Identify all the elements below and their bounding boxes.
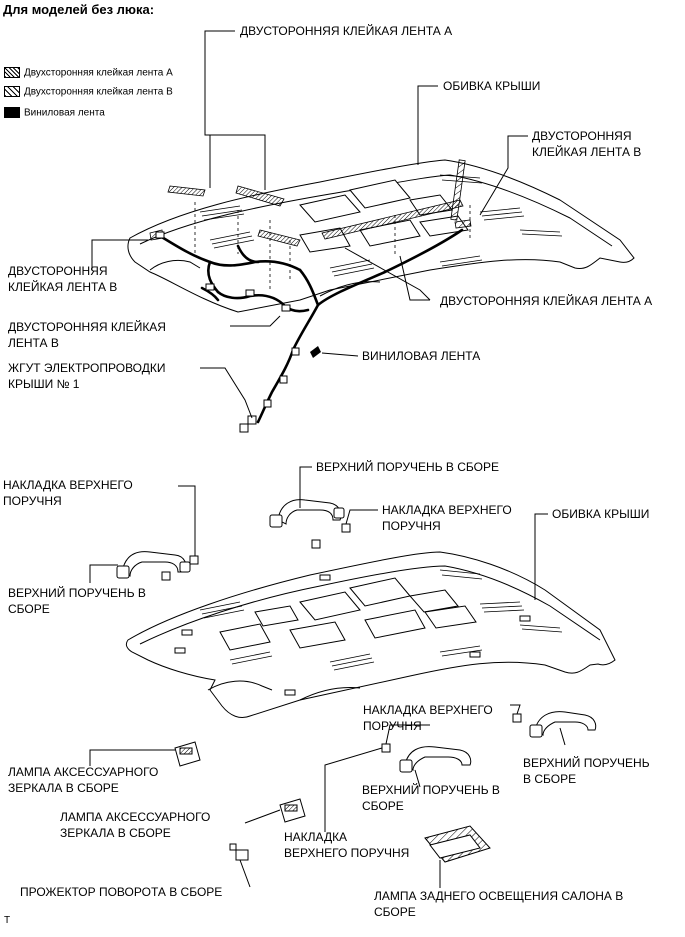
- label-harness-1: ЖГУТ ЭЛЕКТРОПРОВОДКИ: [8, 361, 166, 375]
- label-grip-right-1: ВЕРХНИЙ ПОРУЧЕНЬ: [523, 756, 650, 770]
- label-grip-center-1: ВЕРХНИЙ ПОРУЧЕНЬ В: [362, 783, 500, 797]
- hatch-dense-swatch: [4, 67, 20, 79]
- label-cover-left-1: НАКЛАДКА ВЕРХНЕГО: [3, 478, 133, 492]
- solid-swatch: [4, 107, 20, 119]
- label-spot-lamp: ПРОЖЕКТОР ПОВОРОТА В СБОРЕ: [20, 885, 223, 899]
- label-tape-b-right-1: ДВУСТОРОННЯЯ: [532, 129, 632, 143]
- leader-lines-top: [91, 30, 528, 419]
- label-tape-a-mid: ДВУСТОРОННЯЯ КЛЕЙКАЯ ЛЕНТА А: [440, 294, 653, 308]
- label-mirror-lamp-1a: ЛАМПА АКСЕССУАРНОГО: [8, 765, 159, 779]
- label-tape-b-lower-1: ДВУСТОРОННЯЯ КЛЕЙКАЯ: [8, 320, 166, 334]
- grip-handles: [116, 499, 597, 773]
- label-mirror-lamp-2b: ЗЕРКАЛА В СБОРЕ: [60, 826, 171, 840]
- label-rear-lamp-1: ЛАМПА ЗАДНЕГО ОСВЕЩЕНИЯ САЛОНА В: [374, 889, 624, 903]
- label-tape-a-top: ДВУСТОРОННЯЯ КЛЕЙКАЯ ЛЕНТА А: [240, 24, 453, 38]
- label-tape-b-right-2: КЛЕЙКАЯ ЛЕНТА В: [532, 145, 642, 159]
- label-cover-mid-2: ПОРУЧНЯ: [363, 719, 422, 733]
- label-tape-b-left-2: КЛЕЙКАЯ ЛЕНТА В: [8, 280, 118, 294]
- vinyl-tape-piece: [310, 346, 321, 358]
- label-cover-top-2: ПОРУЧНЯ: [382, 519, 441, 533]
- roof-wire-harness: [158, 228, 464, 424]
- tape-a-pieces-top: [167, 185, 464, 247]
- legend-item-vinyl: Виниловая лента: [4, 104, 105, 122]
- label-grip-top: ВЕРХНИЙ ПОРУЧЕНЬ В СБОРЕ: [316, 460, 500, 474]
- page-title: Для моделей без люка:: [3, 2, 155, 17]
- harness-connectors: [155, 231, 300, 433]
- accessory-lamps: [174, 741, 491, 863]
- label-cover-bottom-1: НАКЛАДКА: [284, 830, 348, 844]
- label-tape-b-left-1: ДВУСТОРОННЯЯ: [8, 264, 108, 278]
- label-roof-lining-bottom: ОБИВКА КРЫШИ: [552, 507, 650, 521]
- label-grip-center-2: СБОРЕ: [362, 799, 404, 813]
- legend-item-tape-b: Двухсторонняя клейкая лента B: [4, 83, 173, 101]
- legend-item-tape-a: Двухсторонняя клейкая лента A: [4, 64, 173, 82]
- label-grip-right-2: В СБОРЕ: [523, 772, 577, 786]
- label-cover-left-2: ПОРУЧНЯ: [3, 494, 62, 508]
- label-tape-b-lower-2: ЛЕНТА В: [8, 336, 59, 350]
- label-roof-lining-top: ОБИВКА КРЫШИ: [443, 79, 541, 93]
- label-cover-bottom-2: ВЕРХНЕГО ПОРУЧНЯ: [284, 846, 410, 860]
- label-harness-2: КРЫШИ № 1: [8, 377, 80, 391]
- label-cover-top-1: НАКЛАДКА ВЕРХНЕГО: [382, 503, 512, 517]
- hatch-sparse-swatch: [4, 86, 20, 98]
- roof-lining-bottom: [125, 551, 616, 719]
- label-mirror-lamp-2a: ЛАМПА АКСЕССУАРНОГО: [60, 810, 211, 824]
- label-cover-mid-1: НАКЛАДКА ВЕРХНЕГО: [363, 703, 493, 717]
- label-grip-left-1: ВЕРХНИЙ ПОРУЧЕНЬ В: [8, 586, 146, 600]
- footer-mark: T: [4, 915, 11, 926]
- label-rear-lamp-2: СБОРЕ: [374, 905, 416, 919]
- label-grip-left-2: СБОРЕ: [8, 602, 50, 616]
- label-mirror-lamp-1b: ЗЕРКАЛА В СБОРЕ: [8, 781, 119, 795]
- label-vinyl-tape: ВИНИЛОВАЯ ЛЕНТА: [362, 349, 481, 363]
- leader-lines-bottom: [89, 466, 566, 888]
